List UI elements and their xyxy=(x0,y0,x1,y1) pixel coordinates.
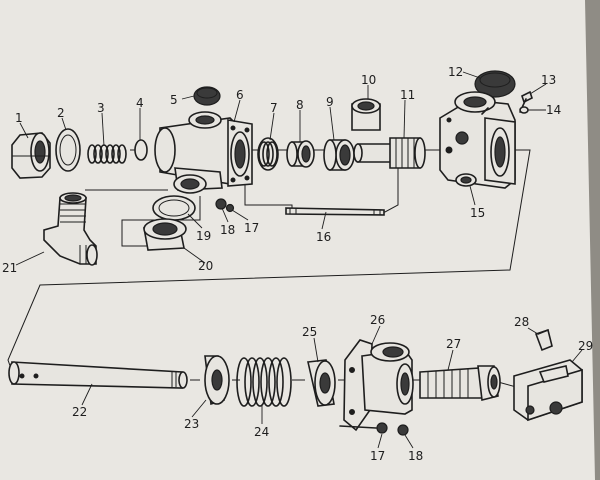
label-part-11: 11 xyxy=(400,88,415,102)
part-17-nut-bottom xyxy=(376,422,388,434)
label-part-3: 3 xyxy=(97,101,105,115)
part-3-spring xyxy=(87,144,127,164)
label-part-23: 23 xyxy=(184,417,199,431)
part-14-small-washer xyxy=(519,106,529,114)
label-part-5: 5 xyxy=(170,93,178,107)
label-part-20: 20 xyxy=(198,259,213,273)
part-25-seat-ring xyxy=(307,359,336,407)
label-part-22: 22 xyxy=(72,405,87,419)
label-part-21: 21 xyxy=(2,261,17,275)
label-part-6: 6 xyxy=(236,88,244,102)
part-18-nut-bottom xyxy=(397,424,409,436)
label-part-19: 19 xyxy=(196,229,211,243)
part-12-diaphragm-cover xyxy=(474,70,516,98)
label-part-26: 26 xyxy=(370,313,385,327)
background-edge xyxy=(585,0,600,480)
part-28-pin xyxy=(534,328,553,352)
label-part-18-bottom: 18 xyxy=(408,449,423,463)
part-22-long-shaft xyxy=(8,361,188,389)
part-24-large-spring xyxy=(236,357,292,407)
part-10-ring xyxy=(351,98,381,131)
label-part-25: 25 xyxy=(302,325,317,339)
part-21-elbow-fitting xyxy=(43,192,98,266)
part-29-clevis xyxy=(513,359,583,422)
part-4-disc xyxy=(134,139,148,161)
label-part-24: 24 xyxy=(254,425,269,439)
label-part-2: 2 xyxy=(57,106,65,120)
label-part-1: 1 xyxy=(15,111,23,125)
part-11-threaded-plunger xyxy=(353,137,426,169)
part-6-valve-body xyxy=(154,111,253,194)
label-part-16: 16 xyxy=(316,230,331,244)
label-part-14: 14 xyxy=(546,103,561,117)
leader-lines xyxy=(15,71,583,449)
part-23-thick-washer xyxy=(204,355,230,406)
part-15-upper-housing xyxy=(439,91,516,189)
part-20-union-nut xyxy=(143,218,187,251)
label-part-29: 29 xyxy=(578,339,593,353)
label-part-8: 8 xyxy=(296,98,304,112)
part-1-cap-nut xyxy=(11,132,51,179)
part-16-long-rod xyxy=(285,207,385,216)
label-part-10: 10 xyxy=(361,73,376,87)
label-part-7: 7 xyxy=(270,101,278,115)
part-5-cover-plate xyxy=(193,86,221,106)
part-8-bushing xyxy=(286,140,315,168)
label-part-27: 27 xyxy=(446,337,461,351)
label-part-9: 9 xyxy=(326,95,334,109)
label-part-15: 15 xyxy=(470,206,485,220)
label-part-17-bottom: 17 xyxy=(370,449,385,463)
label-part-28: 28 xyxy=(514,315,529,329)
part-2-washer xyxy=(55,128,81,172)
part-18-nut-top xyxy=(215,198,227,210)
part-number-labels: 1 2 3 4 5 6 7 8 9 10 11 12 13 14 15 16 1… xyxy=(2,65,593,463)
label-part-4: 4 xyxy=(136,96,144,110)
part-26-flanged-housing xyxy=(339,339,414,432)
label-part-12: 12 xyxy=(448,65,463,79)
part-27-threaded-sleeve xyxy=(419,365,501,401)
label-part-17: 17 xyxy=(244,221,259,235)
label-part-13: 13 xyxy=(541,73,556,87)
part-19-gasket xyxy=(152,195,196,221)
label-part-18: 18 xyxy=(220,223,235,237)
part-17-nut-top xyxy=(225,203,235,213)
part-7-packing-ring xyxy=(257,137,279,171)
part-9-sleeve xyxy=(323,139,355,171)
